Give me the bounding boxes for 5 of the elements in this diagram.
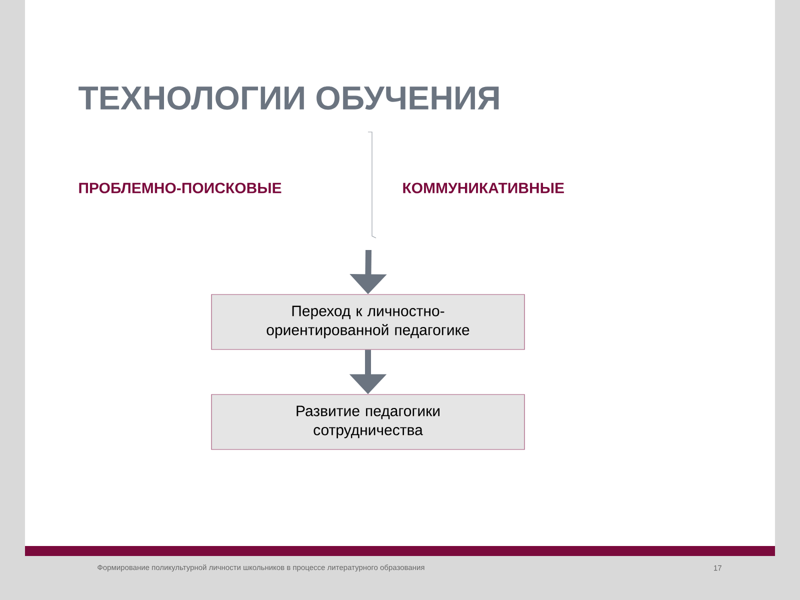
category-heading: КОММУНИКАТИВНЫЕ <box>403 182 564 194</box>
process-box: Переход к личностно-ориентированной педагогике <box>211 294 525 350</box>
title: ТЕХНОЛОГИИ ОБУЧЕНИЯ <box>78 86 499 110</box>
category-heading: ПРОБЛЕМНО-ПОИСКОВЫЕ <box>79 182 282 194</box>
process-box: Развитие педагогики сотрудничества <box>211 394 525 450</box>
